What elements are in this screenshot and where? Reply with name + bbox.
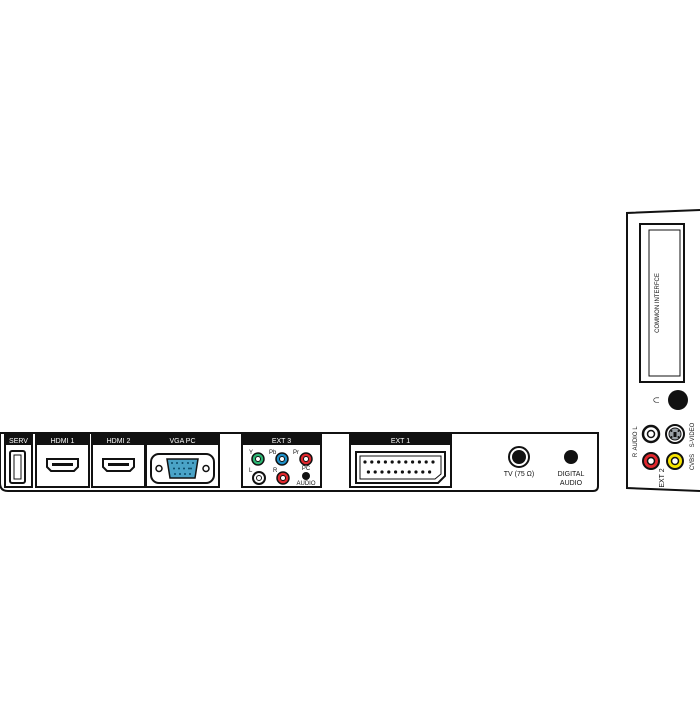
tv-antenna-port[interactable]: TV (75 Ω) [504, 446, 535, 478]
common-interface-slot[interactable]: COMMON INTERFCE [639, 223, 685, 383]
headphone-port[interactable]: ∩ [650, 390, 688, 410]
hdmi1-label: HDMI 1 [51, 438, 75, 445]
vga-connector-icon [166, 458, 199, 479]
side-audio-r-jack-icon[interactable] [642, 452, 660, 470]
ext3-l-label: L [249, 468, 253, 474]
hdmi2-label: HDMI 2 [107, 438, 131, 445]
ext3-label: EXT 3 [272, 438, 291, 445]
audio-r-jack-icon[interactable] [276, 471, 290, 485]
ext3-y-label: Y [249, 450, 253, 456]
ext3-pc-label: PC [302, 466, 311, 472]
vga-pc-port[interactable]: VGA PC [145, 433, 220, 488]
digital-audio-label-line1: DIGITAL [558, 471, 585, 478]
headphone-icon: ∩ [650, 396, 662, 404]
serv-port[interactable]: SERV [4, 433, 33, 488]
svideo-jack-icon[interactable] [665, 424, 685, 444]
digital-audio-label-line2: AUDIO [560, 480, 583, 487]
hdmi1-port[interactable]: HDMI 1 [35, 433, 90, 488]
common-interface-label: COMMON INTERFCE [655, 273, 661, 333]
ext3-audio-label: AUDIO [296, 481, 315, 487]
side-audio-label: AUDIO [633, 431, 639, 450]
ext3-pr-label: Pr [293, 450, 299, 456]
cvbs-label: CVBS [690, 454, 696, 470]
ext3-pb-label: Pb [269, 450, 277, 456]
y-jack-icon[interactable] [251, 452, 265, 466]
cvbs-jack-icon[interactable] [666, 452, 684, 470]
side-connector-panel: COMMON INTERFCE ∩ AUDIO L R [626, 209, 700, 492]
vga-label: VGA PC [169, 438, 195, 445]
svideo-label: S-VIDEO [690, 422, 696, 447]
pb-jack-icon[interactable] [275, 452, 289, 466]
ext3-r-label: R [273, 468, 278, 474]
ext2-label: EXT 2 [659, 468, 666, 487]
side-audio-l-jack-icon[interactable] [641, 424, 661, 444]
pc-audio-jack-icon[interactable] [302, 472, 310, 480]
side-audio-l-label: L [633, 426, 639, 430]
hdmi2-port[interactable]: HDMI 2 [91, 433, 146, 488]
ext1-label: EXT 1 [391, 438, 410, 445]
ext1-scart-port[interactable]: EXT 1 [349, 433, 452, 488]
side-audio-r-label: R [633, 452, 639, 457]
digital-audio-port[interactable]: DIGITAL AUDIO [558, 450, 585, 487]
screw-icon [155, 464, 163, 473]
audio-l-jack-icon[interactable] [252, 471, 266, 485]
screw-icon [202, 464, 210, 473]
tv-antenna-label: TV (75 Ω) [504, 471, 535, 478]
serv-label: SERV [9, 438, 28, 445]
bottom-connector-panel: SERV HDMI 1 HDMI 2 VGA PC [0, 432, 599, 492]
ext3-port-group[interactable]: EXT 3 Y Pb Pr L R [241, 433, 322, 488]
pr-jack-icon[interactable] [299, 452, 313, 466]
